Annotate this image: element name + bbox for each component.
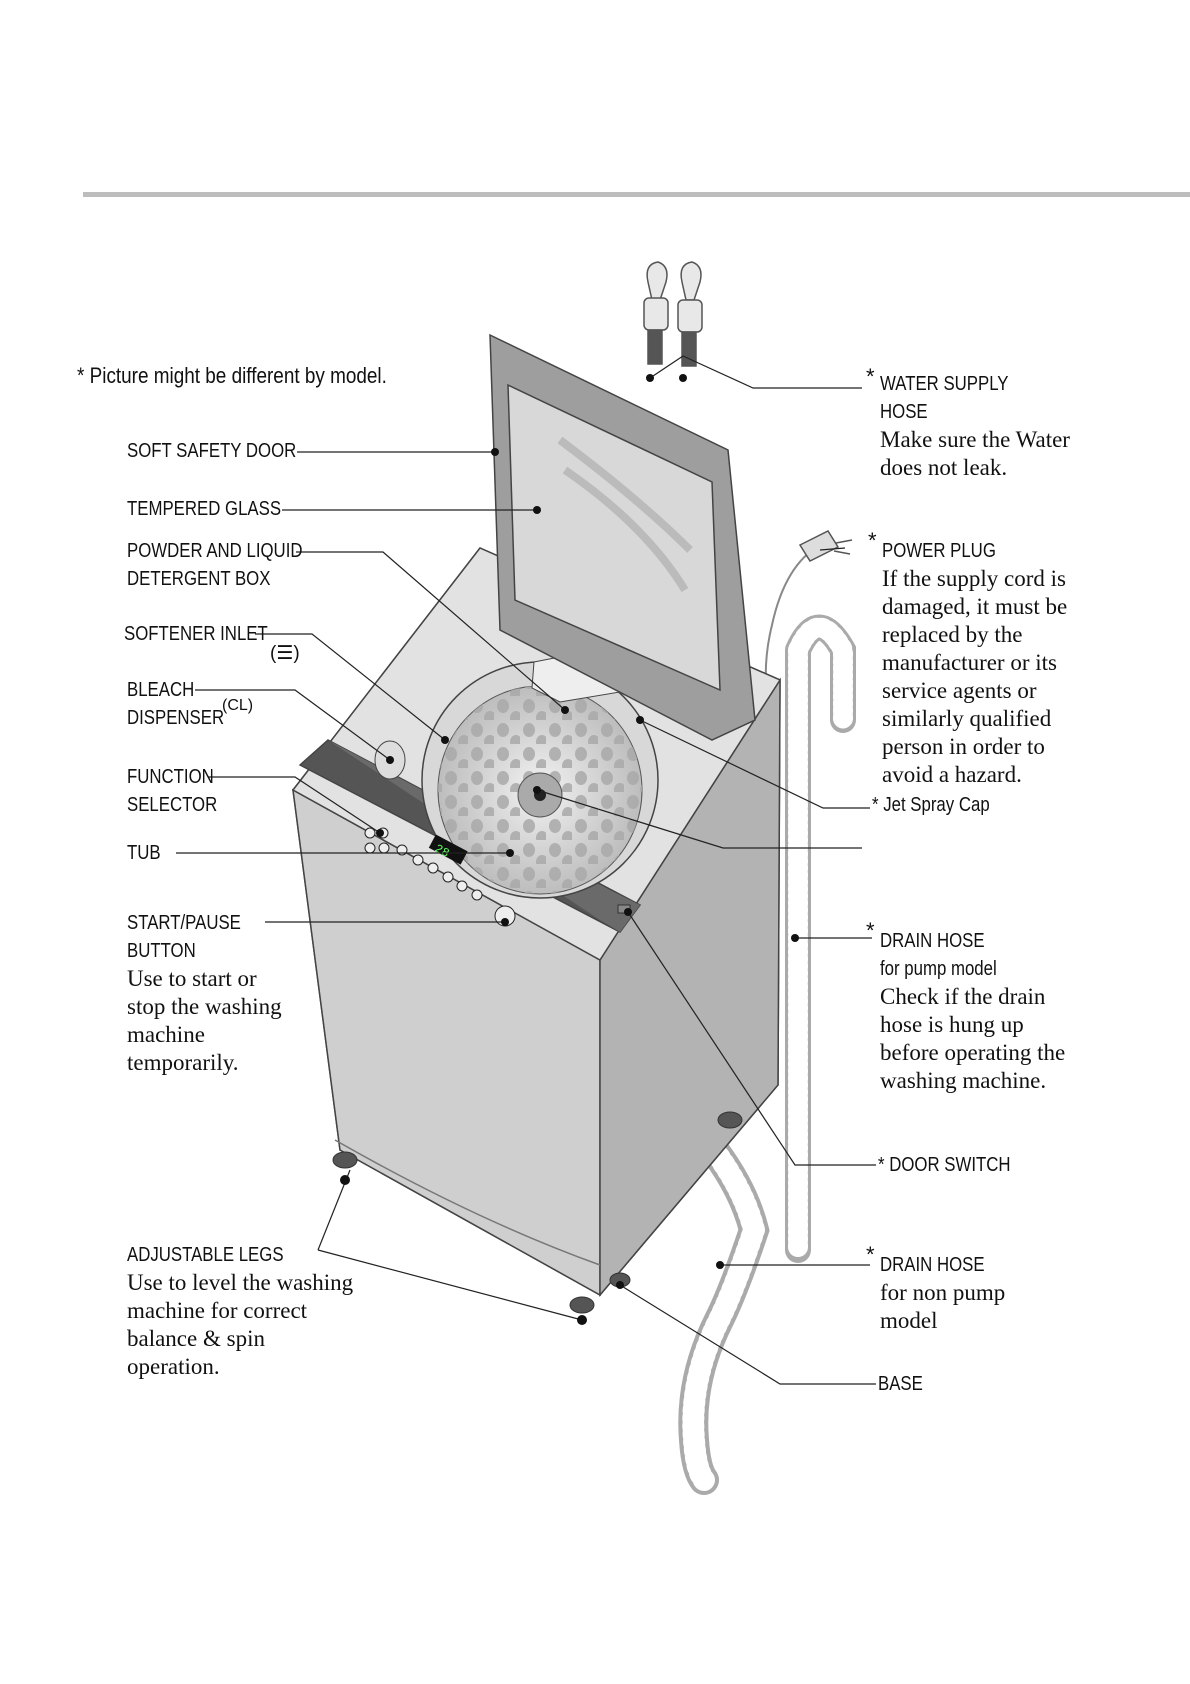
legs-desc-4: operation. [127,1354,220,1379]
label-water-supply-1: WATER SUPPLY [880,373,1009,395]
label-tempered-glass: TEMPERED GLASS [127,498,282,520]
plug-desc-8: avoid a hazard. [882,762,1022,787]
power-plug-icon [798,530,853,562]
label-softener-inlet: SOFTENER INLET [124,623,268,645]
asterisk-water: * [866,364,875,389]
legs-desc-2: machine for correct [127,1298,308,1323]
legs-desc-3: balance & spin [127,1326,265,1351]
label-adjustable-legs: ADJUSTABLE LEGS [127,1244,284,1266]
asterisk-plug: * [868,528,877,553]
faucet-icon [643,261,703,367]
plug-desc-4: manufacturer or its [882,650,1057,675]
label-power-plug: POWER PLUG [882,540,996,562]
legs-desc-1: Use to level the washing [127,1270,354,1295]
water-desc-1: Make sure the Water [880,427,1070,452]
label-drain-hose-non-pump: DRAIN HOSE [880,1254,985,1276]
drain-pump-desc-1: Check if the drain [880,984,1046,1009]
label-drain-hose-pump-1: DRAIN HOSE [880,930,985,952]
drain-hose-non-pump [678,1135,770,1495]
water-desc-2: does not leak. [880,455,1008,480]
drain-np-desc-1: for non pump [880,1280,1006,1305]
label-soft-safety-door: SOFT SAFETY DOOR [127,440,297,462]
plug-desc-7: person in order to [882,734,1045,759]
plug-desc-2: damaged, it must be [882,594,1068,619]
plug-desc-6: similarly qualified [882,706,1052,731]
softener-icon: (☰) [270,643,300,664]
label-start-pause-1: START/PAUSE [127,912,241,934]
drain-pump-desc-2: hose is hung up [880,1012,1024,1037]
start-desc-1: Use to start or [127,966,257,991]
bleach-icon: (CL) [222,697,254,714]
drain-pump-desc-3: before operating the [880,1040,1066,1065]
label-function-2: SELECTOR [127,794,218,816]
digital-display [428,834,468,865]
tempered-glass [507,383,721,692]
label-tub: TUB [127,842,161,864]
leader-lines [176,355,876,1385]
start-desc-3: machine [127,1022,205,1047]
label-detergent-box-2: DETERGENT BOX [127,568,271,590]
label-jet-spray-cap: * Jet Spray Cap [872,794,990,816]
leader-dots [340,374,799,1325]
plug-desc-3: replaced by the [882,622,1023,647]
label-function-1: FUNCTION [127,766,214,788]
label-detergent-box-1: POWDER AND LIQUID [127,540,303,562]
soft-safety-door [489,333,756,741]
tub [421,661,659,899]
asterisk-drain-pump: * [866,918,875,943]
drain-hose-pump [785,614,856,1263]
drain-np-desc-2: model [880,1308,938,1333]
label-base: BASE [878,1373,923,1395]
plug-desc-1: If the supply cord is [882,566,1066,591]
label-water-supply-2: HOSE [880,401,928,423]
start-desc-2: stop the washing [127,994,282,1019]
label-door-switch: * DOOR SWITCH [878,1154,1011,1176]
label-start-pause-2: BUTTON [127,940,196,962]
label-bleach-1: BLEACH [127,679,195,701]
header-rule [83,192,1190,197]
label-bleach-2: DISPENSER [127,707,225,729]
model-note: * Picture might be different by model. [77,363,387,388]
adjustable-leg [332,1111,743,1314]
start-desc-4: temporarily. [127,1050,239,1075]
drain-pump-desc-4: washing machine. [880,1068,1047,1093]
plug-desc-5: service agents or [882,678,1037,703]
label-drain-hose-pump-2: for pump model [880,958,997,980]
display-digits: 28 [432,842,451,861]
asterisk-drain-non-pump: * [866,1242,875,1267]
